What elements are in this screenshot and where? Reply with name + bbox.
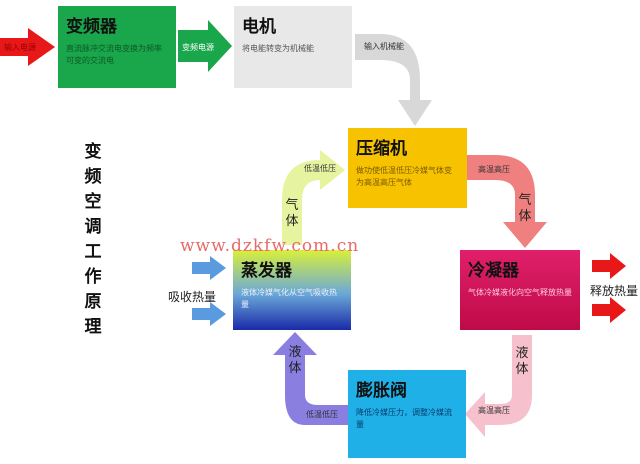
heat-release-arrow-bottom — [592, 297, 626, 323]
motor-box: 电机 将电能转变为机械能 — [234, 6, 352, 88]
condenser-box: 冷凝器 气体冷媒液化向空气释放热量 — [460, 250, 580, 330]
condenser-title: 冷凝器 — [468, 261, 519, 281]
inverter-title: 变频器 — [66, 17, 117, 37]
gas-low-label: 低温低压 — [304, 164, 336, 173]
inverter-out-arrow — [178, 20, 232, 72]
gas-high-label: 高温高压 — [478, 165, 510, 174]
liquid-high-label: 高温高压 — [478, 406, 510, 415]
evaporator-desc: 液体冷媒气化从空气吸收热量 — [241, 288, 337, 309]
heat-absorb-label: 吸收热量 — [168, 290, 217, 304]
condenser-desc: 气体冷媒液化向空气释放热量 — [468, 288, 572, 297]
compressor-title: 压缩机 — [356, 139, 407, 159]
evaporator-title: 蒸发器 — [241, 261, 292, 281]
watermark: www.dzkfw.com.cn — [180, 236, 360, 256]
gas-label-left: 气体 — [285, 198, 299, 229]
power-in-label: 输入电源 — [4, 43, 36, 52]
gas-up-arrow — [282, 150, 345, 245]
liquid-label-left: 液体 — [288, 345, 302, 376]
gas-label-right: 气体 — [518, 193, 532, 224]
valve-desc: 降低冷媒压力，调整冷媒流量 — [356, 408, 452, 429]
power-in-arrow — [0, 28, 55, 66]
liquid-low-label: 低温低压 — [306, 410, 338, 419]
diagram-title: 变频空调工作原理 — [84, 142, 102, 337]
heat-absorb-arrow-bottom — [192, 302, 226, 326]
valve-title: 膨胀阀 — [356, 381, 407, 401]
mech-in-arrow — [355, 34, 432, 126]
mech-in-label: 输入机械能 — [364, 42, 404, 51]
heat-release-label: 释放热量 — [590, 284, 639, 298]
liquid-up-arrow — [273, 332, 348, 425]
compressor-box: 压缩机 做功使低温低压冷媒气体变为高温高压气体 — [348, 128, 467, 208]
inverter-out-label: 变频电源 — [182, 43, 214, 52]
compressor-desc: 做功使低温低压冷媒气体变为高温高压气体 — [356, 166, 452, 187]
inverter-box: 变频器 直流脉冲交流电变换为频率可变的交流电 — [58, 6, 176, 88]
evaporator-box: 蒸发器 液体冷媒气化从空气吸收热量 — [233, 250, 351, 330]
inverter-desc: 直流脉冲交流电变换为频率可变的交流电 — [66, 44, 162, 65]
motor-desc: 将电能转变为机械能 — [242, 44, 314, 53]
heat-absorb-arrow-top — [192, 256, 226, 280]
valve-box: 膨胀阀 降低冷媒压力，调整冷媒流量 — [348, 370, 466, 458]
gas-down-arrow — [467, 155, 547, 248]
heat-release-arrow-top — [592, 253, 626, 279]
motor-title: 电机 — [242, 17, 276, 37]
liquid-label-right: 液体 — [515, 346, 529, 377]
liquid-down-arrow — [465, 335, 532, 437]
